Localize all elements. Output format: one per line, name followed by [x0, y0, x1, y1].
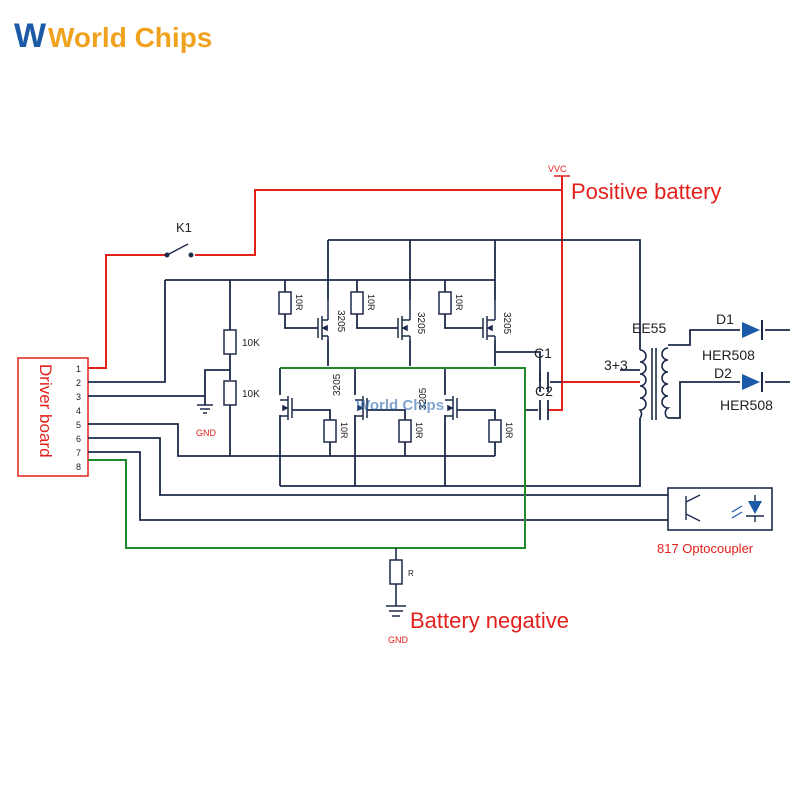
switch-k1: [164, 243, 194, 258]
optocoupler-transistor: [685, 494, 701, 522]
logo-text: World Chips: [48, 22, 212, 53]
resistor-10r-bottom-2: [398, 419, 412, 443]
r-bottom-1-label: 10R: [339, 422, 349, 439]
resistor-10k-b: [223, 380, 237, 406]
logo-graphic: W World Chips: [14, 17, 212, 55]
cap-c2-label: C2: [535, 383, 553, 399]
mosfet-top-3: [482, 300, 496, 340]
r-bottom-3-label: 10R: [504, 422, 514, 439]
pin-7: 7: [76, 448, 81, 458]
mosfet-top-1: [317, 300, 329, 340]
positive-net: [88, 189, 640, 411]
mosfet-top-3-label: 3205: [501, 312, 512, 335]
pin-6: 6: [76, 434, 81, 444]
resistor-10r-bottom-1: [323, 419, 337, 443]
diode-d2-label: D2: [714, 365, 732, 381]
gnd-symbol-top: [197, 404, 213, 414]
mosfet-top-2: [397, 300, 411, 340]
r-top-2-label: 10R: [366, 294, 376, 311]
pin-8: 8: [76, 462, 81, 472]
gnd-symbol-bottom: [386, 605, 406, 617]
pin-5: 5: [76, 420, 81, 430]
mosfet-bottom-1: [280, 396, 293, 420]
resistor-10r-top-2: [350, 291, 364, 315]
r-bottom-2-label: 10R: [414, 422, 424, 439]
resistor-10k-a: [223, 329, 237, 355]
resistor-10r-bottom-3: [488, 419, 502, 443]
wire-net: [88, 239, 790, 521]
mosfet-bottom-2: [355, 396, 368, 420]
switch-label: K1: [176, 220, 192, 235]
capacitor-c1: [539, 372, 549, 392]
pin-4: 4: [76, 406, 81, 416]
center-watermark: World Chips: [356, 397, 444, 414]
mosfet-bottom-3: [445, 396, 458, 420]
diode-d2: [742, 372, 763, 392]
diode-d1-label: D1: [716, 311, 734, 327]
optocoupler-label: 817 Optocoupler: [657, 541, 754, 556]
gnd-bottom-label: GND: [388, 635, 409, 645]
logo-w: W: [14, 17, 47, 55]
cap-c1-label: C1: [534, 345, 552, 361]
positive-battery-label: Positive battery: [571, 179, 721, 204]
shunt-label: R: [408, 569, 414, 578]
driver-board-label: Driver board: [36, 364, 55, 458]
vcc-label: VVC: [548, 164, 567, 174]
transformer-ee55: [638, 347, 671, 420]
shunt-resistor: [389, 559, 403, 585]
capacitor-c2: [539, 400, 549, 420]
diode-d1: [742, 320, 763, 340]
resistor-10r-top-1: [278, 291, 292, 315]
driver-pin-labels: 1 2 3 4 5 6 7 8: [76, 364, 81, 472]
gnd-top-label: GND: [196, 428, 217, 438]
turns-label: 3+3: [604, 357, 628, 373]
pin-2: 2: [76, 378, 81, 388]
driver-board-box: [17, 357, 89, 477]
resistor-10r-top-3: [438, 291, 452, 315]
mosfet-bottom-2-label: 3205: [418, 387, 429, 410]
diode-part-2-label: HER508: [720, 397, 773, 413]
mosfet-bottom-1-label: 3205: [332, 373, 343, 396]
r-top-3-label: 10R: [454, 294, 464, 311]
pin-1: 1: [76, 364, 81, 374]
optocoupler-led: [731, 495, 764, 522]
pin-3: 3: [76, 392, 81, 402]
r-10k-b-label: 10K: [242, 389, 260, 400]
diode-part-1-label: HER508: [702, 347, 755, 363]
mosfet-top-1-label: 3205: [335, 310, 346, 333]
transformer-label: EE55: [632, 320, 666, 336]
battery-negative-label: Battery negative: [410, 608, 569, 633]
r-10k-a-label: 10K: [242, 338, 260, 349]
negative-net: [88, 367, 526, 549]
mosfet-top-2-label: 3205: [415, 312, 426, 335]
r-top-1-label: 10R: [294, 294, 304, 311]
